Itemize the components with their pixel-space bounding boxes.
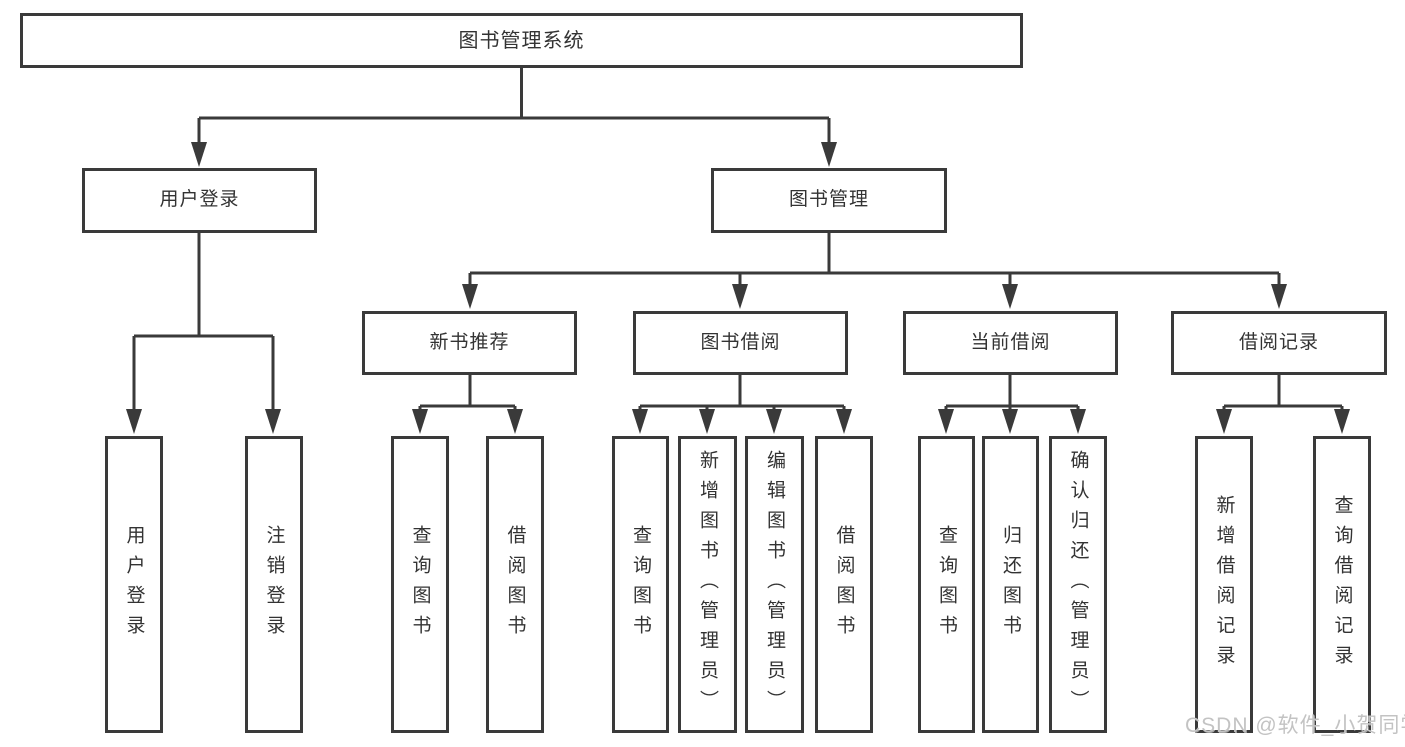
leaf-logout-login: 注销登录 [245,436,303,733]
node-book-management: 图书管理 [711,168,947,233]
leaf-query-books-recommend: 查询图书 [391,436,449,733]
node-borrowing-records: 借阅记录 [1171,311,1387,375]
csdn-watermark: CSDN @软件_小贺同学 [1185,714,1405,737]
leaf-confirm-return-admin: 确认归还（管理员） [1049,436,1107,733]
leaf-query-books-current: 查询图书 [918,436,975,733]
leaf-user-login: 用户登录 [105,436,163,733]
node-library-management-system: 图书管理系统 [20,13,1023,68]
leaf-add-books-admin: 新增图书（管理员） [678,436,737,733]
node-current-borrowing: 当前借阅 [903,311,1118,375]
leaf-edit-books-admin: 编辑图书（管理员） [745,436,804,733]
leaf-borrow-books-recommend: 借阅图书 [486,436,544,733]
node-user-login: 用户登录 [82,168,317,233]
arrowheads [126,142,1350,434]
leaf-add-borrow-record: 新增借阅记录 [1195,436,1253,733]
node-book-borrowing: 图书借阅 [633,311,848,375]
node-new-book-recommend: 新书推荐 [362,311,577,375]
leaf-return-books: 归还图书 [982,436,1039,733]
leaf-query-books-borrow: 查询图书 [612,436,669,733]
leaf-borrow-books: 借阅图书 [815,436,873,733]
leaf-query-borrow-record: 查询借阅记录 [1313,436,1371,733]
